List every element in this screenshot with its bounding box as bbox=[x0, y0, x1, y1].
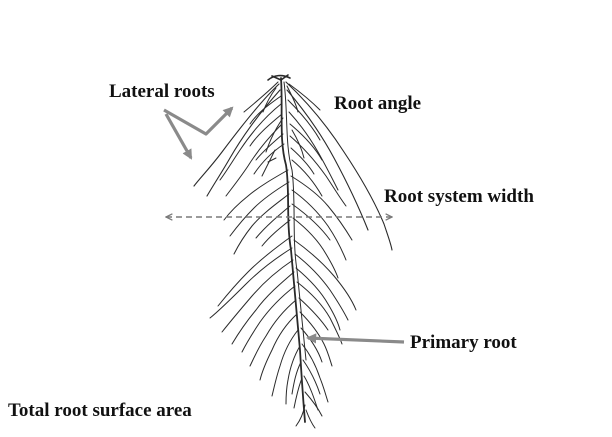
lateral-roots-arrow-upper bbox=[163, 106, 234, 136]
root-crown bbox=[267, 74, 291, 81]
primary-root bbox=[280, 77, 306, 423]
lateral-roots-label: Lateral roots bbox=[109, 81, 215, 102]
lateral-roots-arrow-lower bbox=[164, 113, 193, 160]
lower-right-lateral-roots bbox=[293, 239, 357, 417]
upper-right-lateral-roots bbox=[285, 81, 393, 251]
primary-root-arrow bbox=[305, 333, 405, 344]
lower-left-lateral-roots bbox=[209, 235, 303, 409]
primary-root-parallel bbox=[283, 81, 307, 361]
upper-left-lateral-roots bbox=[193, 81, 285, 197]
lateral-roots-arrows bbox=[163, 106, 234, 160]
root-system-drawing bbox=[193, 74, 393, 429]
root-angle-label: Root angle bbox=[334, 93, 421, 114]
total-root-surface-area-label: Total root surface area bbox=[8, 400, 192, 421]
root-system-width-label: Root system width bbox=[384, 186, 534, 207]
primary-root-tip bbox=[295, 404, 316, 429]
primary-root-label: Primary root bbox=[410, 332, 517, 353]
